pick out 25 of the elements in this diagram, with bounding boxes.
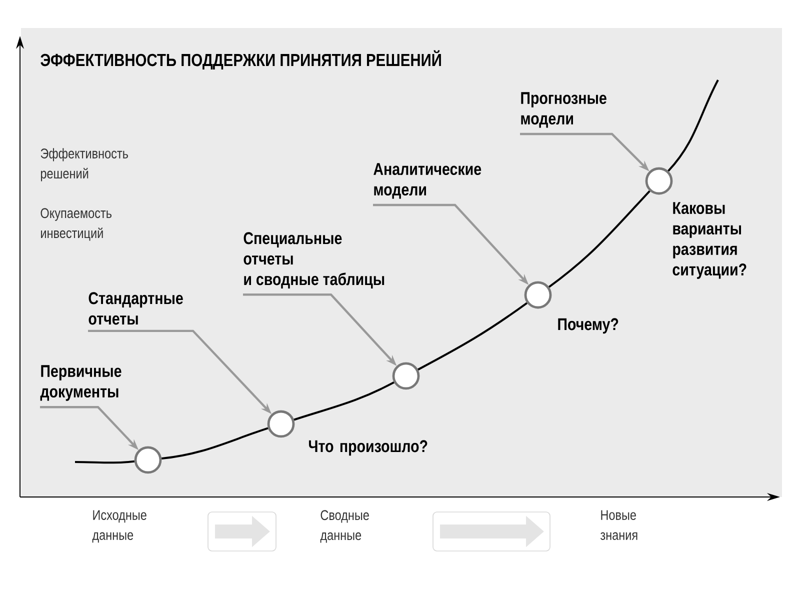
curve-segment (418, 302, 528, 370)
question-text: Почему? (558, 318, 618, 334)
curve-segment (548, 190, 650, 288)
step-label: Специальные отчеты и сводные таблицы (244, 232, 384, 288)
step-label: Первичные документы (40, 365, 122, 401)
curve-segment (294, 382, 394, 421)
curve-segment (75, 460, 134, 464)
step-label: Прогнозные модели (521, 92, 606, 128)
circle-marker (267, 410, 295, 438)
curve-segment (162, 427, 268, 460)
title: ЭФФЕКТИВНОСТЬ ПОДДЕРЖКИ ПРИНЯТИЯ РЕШЕНИЙ (40, 50, 441, 70)
step-label: Аналитические модели (374, 163, 482, 199)
axis-label: Эффективность решений (40, 148, 128, 182)
step-label: Стандартные отчеты (88, 292, 183, 325)
circle-marker (134, 446, 162, 474)
axis-label: Окупаемость инвестиций (40, 208, 112, 241)
question-text: Каковы варианты развития ситуации? (672, 202, 746, 279)
stage-label: Сводные данные (320, 510, 369, 543)
question-text: Что произошло? (308, 440, 428, 456)
circle-marker (392, 362, 420, 390)
curve-segment (668, 80, 719, 172)
circle-marker (645, 167, 673, 195)
stage-label: Исходные данные (92, 510, 146, 543)
circle-marker (524, 281, 552, 309)
stage-label: Новые знания (600, 510, 638, 540)
